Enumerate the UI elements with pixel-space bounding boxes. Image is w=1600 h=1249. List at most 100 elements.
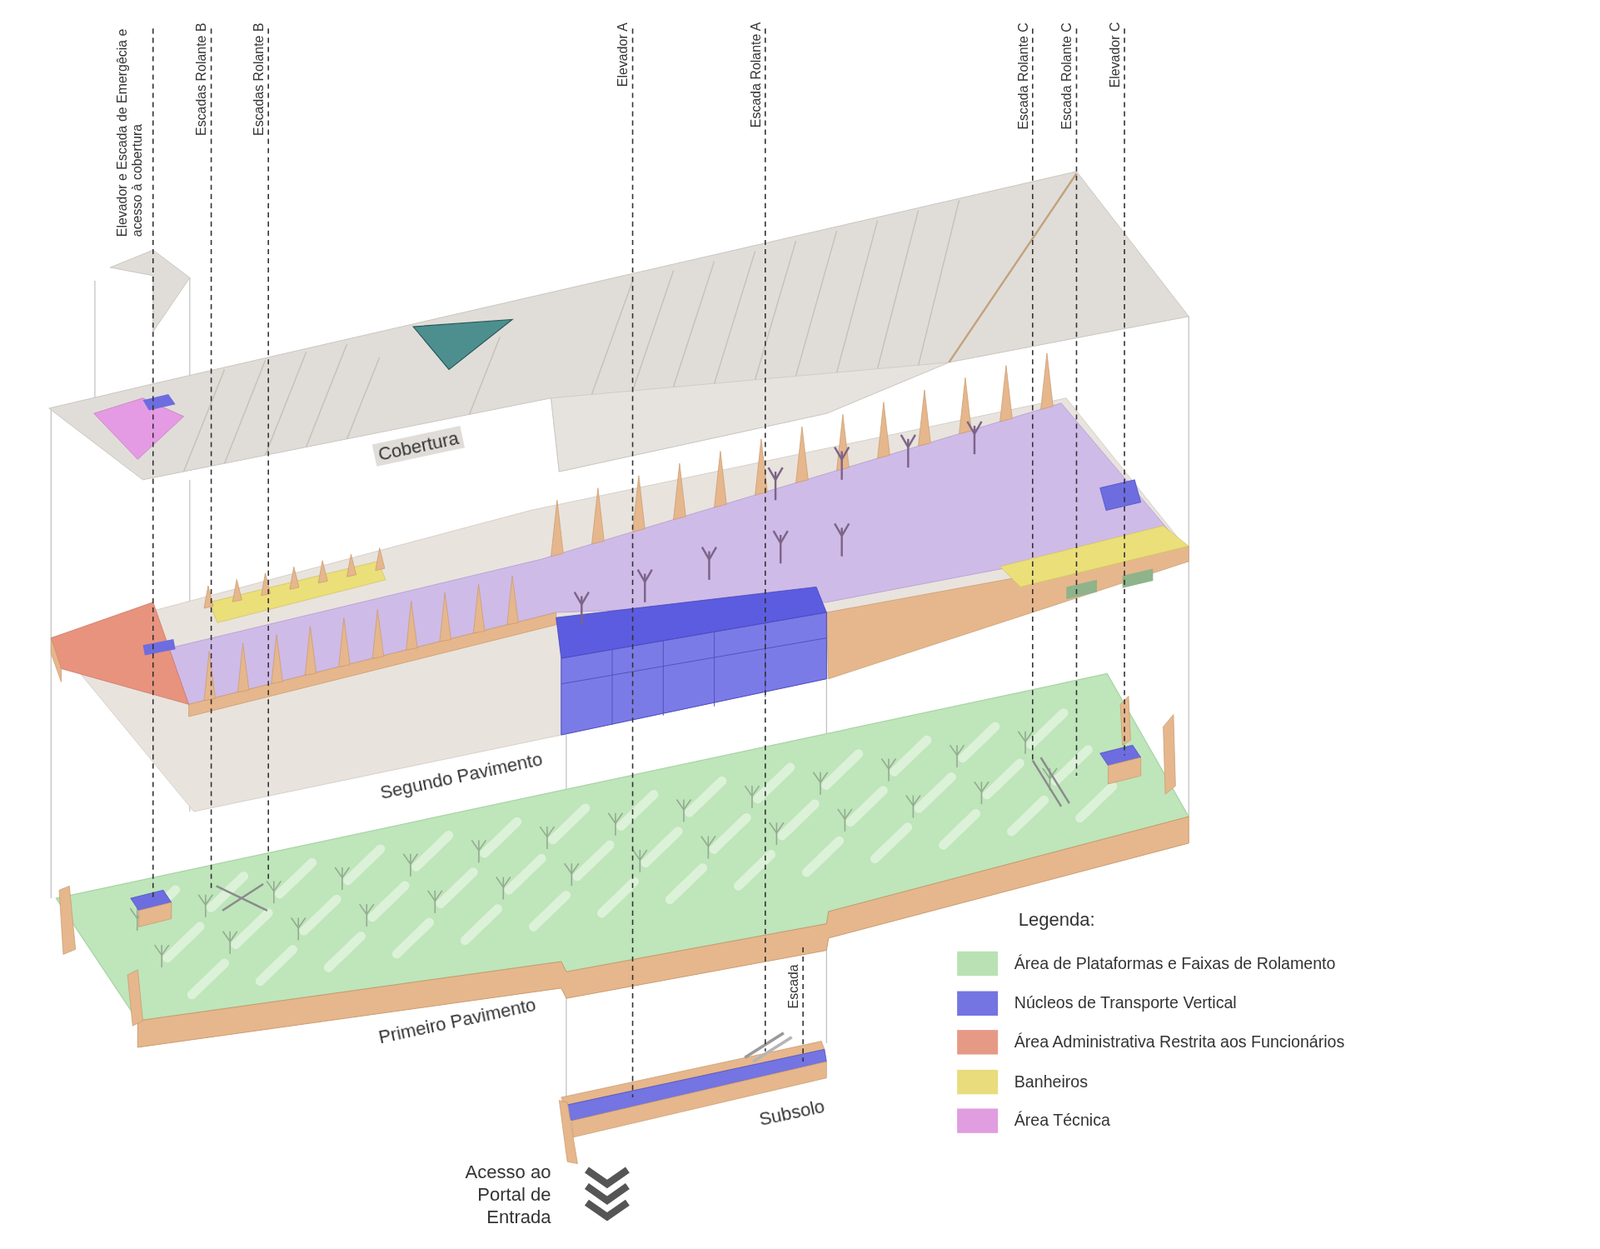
second-floor-slab [209, 561, 386, 624]
tree-trunk [365, 903, 368, 927]
parking-stripe [1055, 749, 1088, 782]
tree-branch [638, 569, 646, 583]
second-floor-slab [50, 602, 189, 705]
access-chevron [586, 1201, 628, 1217]
facade-fin [204, 651, 215, 701]
tree-branch [702, 547, 710, 560]
tree-trunk [643, 573, 646, 603]
tree-branch [981, 781, 989, 792]
parking-stripe [826, 753, 859, 786]
tree-branch [775, 467, 783, 480]
roof [347, 357, 380, 439]
access-chevron [586, 1169, 628, 1217]
callout-leader [153, 28, 1125, 1097]
roof [184, 199, 960, 472]
facade-fin [372, 608, 384, 658]
tree-trunk [887, 757, 890, 781]
parking-stripe [577, 844, 610, 877]
tree-branch [708, 547, 717, 560]
second-floor-slab [50, 638, 61, 683]
second-floor-slab [1000, 525, 1190, 588]
tree-branch [957, 744, 965, 755]
first-floor-slab [59, 885, 76, 954]
roof [143, 393, 176, 411]
tree-branch [574, 592, 583, 605]
roof [306, 343, 348, 448]
legend-swatch [957, 1029, 998, 1054]
tree-branch [639, 849, 648, 860]
tree-trunk [502, 877, 504, 900]
tree-symbol [291, 917, 306, 940]
roof [413, 319, 513, 369]
tree-branch [223, 931, 231, 942]
callout-label: Escada Rolante A [747, 22, 763, 129]
callout-label: Escada [785, 963, 801, 1008]
callout-leader [210, 28, 213, 888]
parking-stripe [508, 857, 542, 890]
legend-text: Núcleos de Transporte Vertical [1014, 991, 1237, 1013]
tree-branch [842, 447, 850, 460]
tree-symbol [974, 781, 989, 804]
tree-branch [683, 798, 692, 809]
callout-label: Elevador e Escada de Emergêcia e acesso … [114, 20, 145, 238]
tree-branch [744, 785, 753, 796]
tree-branch [842, 523, 850, 536]
tree-trunk [779, 534, 782, 564]
tree-trunk [776, 822, 778, 845]
parking-stripe [737, 854, 771, 887]
legend-swatch [957, 1107, 998, 1132]
parking-stripe [259, 949, 293, 982]
facade-fin [406, 600, 418, 650]
second-floor-slab [713, 631, 715, 706]
parking-stripe [943, 813, 977, 846]
tree-branch [820, 772, 828, 783]
tree-branch [471, 839, 479, 850]
tree-symbol [638, 569, 653, 603]
parking-stripe [464, 908, 498, 941]
parking-stripe [279, 862, 313, 894]
tree-symbol [949, 744, 964, 768]
tree-trunk [409, 853, 412, 877]
tree-branch [812, 772, 821, 783]
floor-label: Subsolo [752, 1093, 831, 1132]
tree-symbol [223, 931, 238, 954]
tree-trunk [160, 944, 163, 967]
tree-branch [129, 907, 138, 918]
tree-branch [834, 447, 843, 460]
facade-fin [1041, 353, 1054, 409]
parking-stripe [850, 790, 883, 823]
parking-stripe [1011, 799, 1045, 832]
roof [673, 261, 715, 388]
parking-stripe [348, 848, 381, 881]
vertical-core-box [139, 902, 172, 927]
legend-title: Legenda: [1018, 907, 1096, 931]
tree-trunk [433, 890, 436, 913]
tree-branch [154, 944, 163, 955]
facade-fin [271, 634, 283, 684]
tree-trunk [840, 450, 843, 479]
tree-branch [539, 826, 548, 837]
tree-symbol [966, 421, 982, 454]
parking-stripe [304, 898, 337, 931]
parking-stripe [553, 807, 586, 840]
tree-branch [615, 812, 624, 823]
roof [49, 171, 1189, 480]
tree-branch [701, 836, 709, 847]
callout-leader [802, 947, 804, 1062]
tree-branch [291, 917, 300, 928]
access-chevron [586, 1169, 628, 1184]
tree-symbol [1017, 731, 1032, 754]
roof [948, 173, 1077, 363]
tree-branch [564, 862, 573, 873]
first-floor-slab [127, 969, 143, 1026]
tree-branch [769, 822, 778, 833]
first-floor-slab [1120, 696, 1131, 746]
tree-branch [229, 931, 238, 942]
roof [633, 270, 674, 392]
facade-fin [633, 475, 646, 532]
tree-symbol [812, 772, 828, 795]
second-floor-slab [612, 648, 614, 725]
tree-trunk [707, 551, 710, 580]
legend-text: Área Técnica [1014, 1110, 1111, 1132]
